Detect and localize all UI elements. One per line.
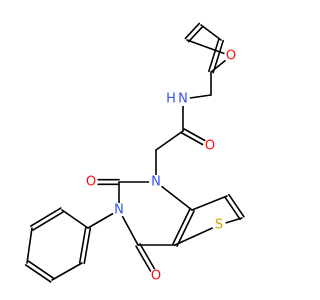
atom-n1: N bbox=[149, 175, 163, 190]
atom-s-thiophene-label: S bbox=[215, 218, 223, 233]
single-bond bbox=[155, 130, 184, 151]
atom-n-amide-label: N bbox=[178, 92, 188, 107]
double-bond-line bbox=[224, 196, 241, 221]
atom-h-amide-label: H bbox=[166, 92, 176, 107]
atom-h-amide: H bbox=[165, 92, 177, 107]
atom-h-amide-bg bbox=[165, 93, 177, 105]
single-bond bbox=[26, 227, 33, 264]
atom-o-c4-bg bbox=[149, 269, 163, 283]
double-bond-line bbox=[187, 25, 204, 43]
double-bond-line bbox=[228, 193, 245, 218]
single-bond bbox=[51, 262, 83, 281]
double-bond-line bbox=[24, 264, 52, 283]
single-bond bbox=[200, 24, 222, 41]
single-bond bbox=[191, 195, 228, 211]
atom-n1-bg bbox=[149, 175, 163, 189]
double-bond-line bbox=[78, 226, 87, 264]
double-bond-line bbox=[176, 210, 195, 247]
atom-o-c2-bg bbox=[84, 175, 98, 189]
atom-n1-label: N bbox=[151, 175, 161, 190]
atom-n-amide-bg bbox=[176, 92, 190, 106]
molecule-structure-diagram: O N H O N O N bbox=[24, 22, 245, 284]
double-bond-line bbox=[32, 211, 64, 231]
atom-o-furan: O bbox=[224, 49, 238, 64]
atom-n3-bg bbox=[112, 203, 126, 217]
single-bond bbox=[186, 39, 232, 57]
atom-label-layer: O N H O N O N bbox=[84, 49, 238, 284]
atom-o-c4: O bbox=[149, 269, 163, 284]
double-bond-line bbox=[212, 39, 224, 74]
atom-o-furan-bg bbox=[224, 49, 238, 63]
atom-o-amide: O bbox=[203, 139, 217, 154]
structure-canvas: O N H O N O N bbox=[24, 22, 245, 284]
double-bond-line bbox=[30, 207, 62, 227]
double-bond-line bbox=[184, 22, 201, 40]
atom-s-thiophene-bg bbox=[212, 218, 226, 232]
atom-o-amide-bg bbox=[203, 139, 217, 153]
atom-o-c2-label: O bbox=[86, 175, 96, 190]
single-bond bbox=[155, 181, 193, 211]
double-bond-line bbox=[27, 260, 55, 279]
atom-n3: N bbox=[112, 203, 126, 218]
double-bond-line bbox=[83, 227, 92, 265]
atom-s-thiophene: S bbox=[212, 218, 226, 233]
double-bond-line bbox=[172, 208, 191, 245]
atom-o-furan-label: O bbox=[226, 49, 236, 64]
single-bond bbox=[174, 224, 220, 246]
single-bond bbox=[61, 209, 89, 229]
atom-n-amide: N bbox=[176, 92, 190, 107]
double-bond-line bbox=[208, 38, 220, 73]
atom-o-c4-label: O bbox=[151, 269, 161, 284]
atom-n3-label: N bbox=[114, 203, 124, 218]
atom-o-amide-label: O bbox=[205, 139, 215, 154]
atom-o-c2: O bbox=[84, 175, 98, 190]
